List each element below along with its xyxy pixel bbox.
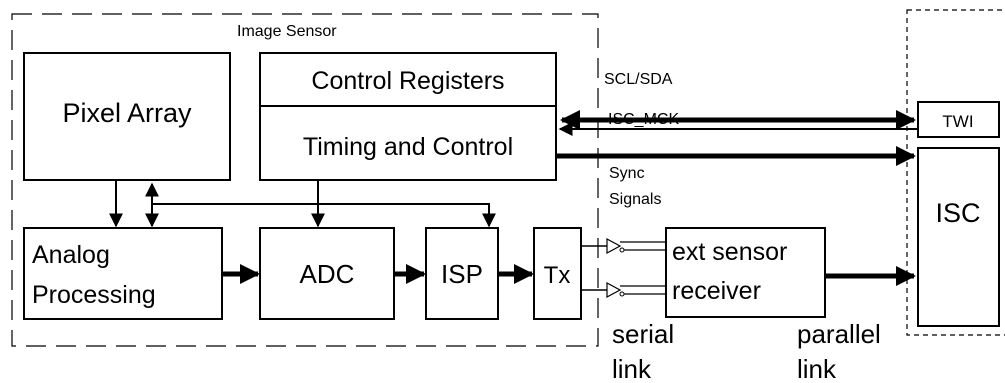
isp-label: ISP xyxy=(441,259,483,289)
adc-block: ADC xyxy=(259,227,395,320)
tx-block: Tx xyxy=(533,227,582,320)
adc-label: ADC xyxy=(300,259,355,289)
serial-link-label-line1: serial xyxy=(612,319,674,349)
analog-label-line2: Processing xyxy=(32,281,156,309)
control-bus-line xyxy=(152,203,496,228)
isc-boundary xyxy=(906,9,1005,336)
receiver-label-line2: receiver xyxy=(672,277,761,305)
sync-label-line2: Signals xyxy=(609,191,661,208)
analog-processing-block: Analog Processing xyxy=(23,227,223,320)
pixel-array-block: Pixel Array xyxy=(23,52,231,181)
control-block: Control Registers Timing and Control xyxy=(259,52,557,181)
pixel-array-label: Pixel Array xyxy=(62,98,192,128)
scl-sda-label: SCL/SDA xyxy=(604,71,673,88)
receiver-label-line1: ext sensor xyxy=(672,238,787,266)
image-sensor-boundary xyxy=(11,13,599,347)
parallel-link-label-line1: parallel xyxy=(797,319,881,349)
isc-mck-label: ISC_MCK xyxy=(608,111,679,128)
isc-block: ISC xyxy=(917,147,1000,327)
control-registers-label: Control Registers xyxy=(311,67,504,95)
serial-link-drivers xyxy=(581,237,666,299)
image-sensor-label: Image Sensor xyxy=(237,23,337,40)
receiver-block: ext sensor receiver xyxy=(665,227,826,318)
serial-link-label-line2: link xyxy=(612,354,652,383)
twi-label: TWI xyxy=(942,112,973,131)
sync-label-line1: Sync xyxy=(609,165,645,182)
analog-label-line1: Analog xyxy=(32,241,110,269)
tx-label: Tx xyxy=(544,262,571,289)
isp-block: ISP xyxy=(425,227,499,320)
isc-label: ISC xyxy=(935,198,980,228)
parallel-link-label-line2: link xyxy=(797,354,837,383)
twi-block: TWI xyxy=(917,101,1000,138)
timing-control-label: Timing and Control xyxy=(303,133,513,161)
